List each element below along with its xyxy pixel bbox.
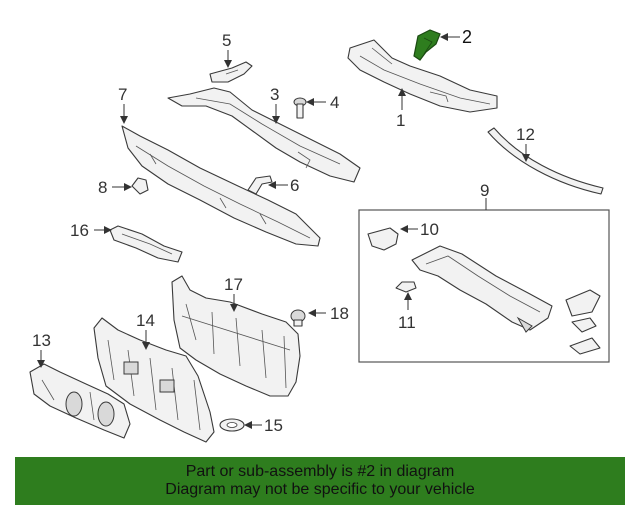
part-2-bracket[interactable] [413,29,441,61]
callout-11: 11 [398,313,416,332]
callout-6: 6 [290,176,299,195]
info-banner: Part or sub-assembly is #2 in diagram Di… [15,457,625,505]
part-15-grommet[interactable] [219,418,245,432]
banner-line-disclaimer: Diagram may not be specific to your vehi… [165,481,475,498]
part-13-insulator[interactable] [29,363,131,439]
callout-8: 8 [98,178,107,197]
callout-7: 7 [118,85,127,104]
callout-14: 14 [136,311,155,330]
callout-17: 17 [224,275,243,294]
part-12-weatherstrip[interactable] [487,127,604,195]
part-5-bracket[interactable] [209,61,253,83]
part-10-bracket[interactable] [367,227,399,251]
callout-18: 18 [330,304,349,323]
part-16-bracket[interactable] [109,225,183,263]
callout-3: 3 [270,85,279,104]
part-4-bolt[interactable] [293,97,307,119]
callout-4: 4 [330,93,339,112]
callout-12: 12 [516,125,535,144]
part-6-clip[interactable] [247,175,273,195]
part-7-cross-member[interactable] [121,125,321,247]
part-18-plug[interactable] [290,309,306,327]
part-8-clip[interactable] [131,177,149,195]
part-1-cowl-panel[interactable] [347,39,498,113]
part-17-dash-panel[interactable] [171,275,301,397]
parts-diagram: 1 2 3 4 5 6 7 8 9 10 11 12 13 14 15 16 1… [29,27,610,443]
banner-line-part-info: Part or sub-assembly is #2 in diagram [185,463,455,480]
leader-lines [37,33,530,429]
callout-16: 16 [70,221,89,240]
callout-2: 2 [462,27,472,47]
part-14-insulator[interactable] [93,317,215,443]
callout-1: 1 [396,111,405,130]
part-9-cowl-assembly [411,245,601,355]
callout-labels: 1 2 3 4 5 6 7 8 9 10 11 12 13 14 15 16 1… [32,27,535,435]
callout-5: 5 [222,31,231,50]
part-3-dash-brace[interactable] [167,87,361,183]
part-11-clip[interactable] [395,281,417,293]
callout-9: 9 [480,181,489,200]
callout-15: 15 [264,416,283,435]
part-9-assembly-box[interactable] [358,209,610,363]
callout-13: 13 [32,331,51,350]
callout-10: 10 [420,220,439,239]
